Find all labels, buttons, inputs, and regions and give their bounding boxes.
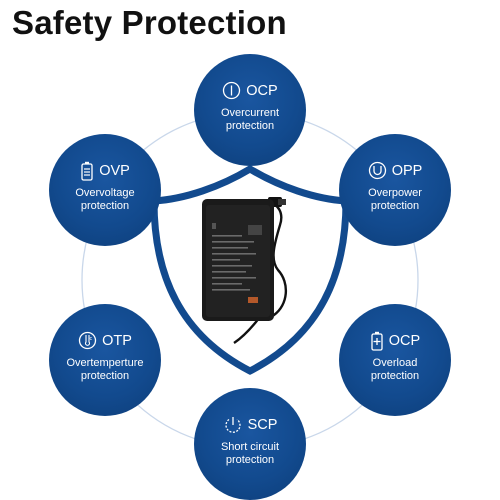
opp-overpower-badge: OPP Overpower protection	[339, 134, 451, 246]
ovp-overvoltage-badge: OVP Overvoltage protection	[49, 134, 161, 246]
battery-icon	[80, 161, 94, 181]
current-meter-icon	[222, 81, 241, 100]
badge-code: OVP	[99, 163, 130, 179]
badge-description: Overload protection	[370, 357, 420, 382]
badge-code: OCP	[388, 333, 421, 349]
power-button-icon	[223, 415, 243, 435]
badge-description: Overtemperture protection	[66, 357, 144, 382]
shield-with-adapter	[150, 165, 350, 375]
power-meter-icon	[368, 161, 387, 180]
badge-description: Overvoltage protection	[75, 187, 135, 212]
thermometer-icon: c	[78, 331, 97, 350]
badge-description: Overcurrent protection	[220, 107, 280, 132]
ocp-overload-badge: OCP Overload protection	[339, 304, 451, 416]
power-adapter-image	[202, 197, 287, 344]
badge-code: OCP	[246, 82, 278, 99]
badge-code: OTP	[102, 332, 132, 349]
otp-overtemperature-badge: c OTP Overtemperture protection	[49, 304, 161, 416]
page-title: Safety Protection	[12, 4, 287, 41]
svg-text:c: c	[90, 336, 93, 342]
badge-code: SCP	[247, 417, 278, 433]
badge-code: OPP	[391, 162, 423, 179]
scp-short-circuit-badge: SCP Short circuit protection	[194, 388, 306, 500]
ocp-overcurrent-badge: OCP Overcurrent protection	[194, 54, 306, 166]
battery-plus-icon	[370, 331, 384, 351]
badge-description: Short circuit protection	[220, 441, 280, 466]
badge-description: Overpower protection	[368, 187, 422, 212]
